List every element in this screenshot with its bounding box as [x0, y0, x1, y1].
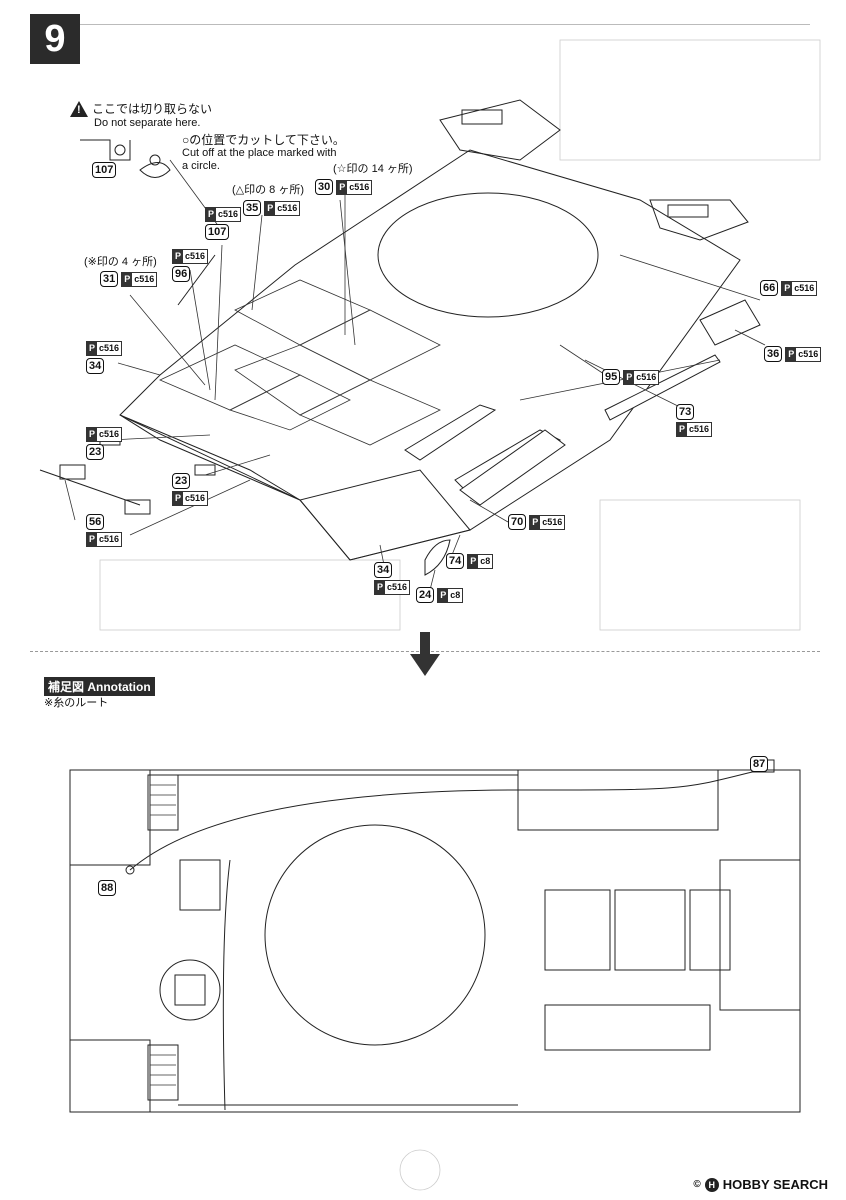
annotation-title: 補足図 Annotation: [44, 677, 155, 696]
arrow-down-icon: [410, 632, 440, 683]
part-number: 95: [602, 369, 621, 385]
cut-note-en-2: a circle.: [182, 160, 220, 172]
part-number: 56: [86, 514, 105, 530]
part-number: 74: [446, 553, 465, 569]
warning-jp: ここでは切り取らない: [92, 102, 213, 116]
part-number: 34: [374, 562, 393, 578]
annotation-plan-view: [69, 759, 801, 1113]
part-number: 35: [243, 200, 262, 216]
part-number: 73: [676, 404, 695, 420]
part-number: 30: [315, 179, 334, 195]
hobby-search-watermark: © H HOBBY SEARCH: [693, 1177, 828, 1192]
note-star-14: (☆印の 14 ヶ所): [333, 163, 413, 175]
part-number: 34: [86, 358, 105, 374]
cut-note: ○の位置でカットして下さい。 Cut off at the place mark…: [182, 134, 345, 173]
part-number: 66: [760, 280, 779, 296]
part-number: 31: [100, 271, 119, 287]
watermark-text: HOBBY SEARCH: [722, 1177, 828, 1192]
header-rule: [80, 24, 810, 25]
warning-note: ! ここでは切り取らない Do not separate here.: [70, 100, 212, 129]
part-number: 23: [86, 444, 105, 460]
cut-note-en-1: Cut off at the place marked with: [182, 147, 337, 159]
part-number-87: 87: [750, 756, 769, 772]
sprue-detail-inset: [80, 139, 171, 178]
part-number-107-inset: 107: [92, 162, 117, 178]
part-number: 107: [205, 224, 230, 240]
part-number: 36: [764, 346, 783, 362]
annotation-subtitle: ※糸のルート: [44, 697, 109, 709]
note-triangle-8: (△印の 8 ヶ所): [232, 184, 305, 196]
part-number: 70: [508, 514, 527, 530]
step-number-badge: 9: [30, 14, 80, 64]
part-number: 23: [172, 473, 191, 489]
hull-exploded-view: [39, 99, 761, 576]
warning-triangle-icon: !: [70, 100, 88, 117]
copyright-symbol: ©: [693, 1179, 701, 1190]
part-number-88: 88: [98, 880, 117, 896]
leader-lines: [64, 159, 766, 591]
note-asterisk-4: (※印の 4 ヶ所): [84, 256, 157, 268]
part-number: 96: [172, 266, 191, 282]
part-number: 24: [416, 587, 435, 603]
warning-en: Do not separate here.: [94, 117, 201, 129]
ghost-background: [99, 39, 821, 1191]
hobby-search-logo-icon: H: [704, 1177, 719, 1192]
cut-note-jp: ○の位置でカットして下さい。: [182, 133, 345, 147]
